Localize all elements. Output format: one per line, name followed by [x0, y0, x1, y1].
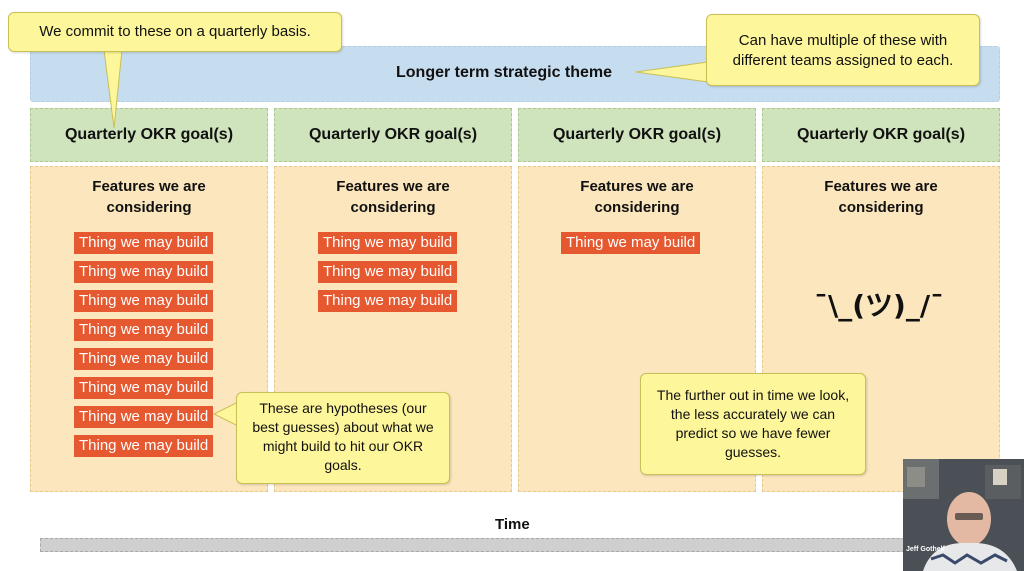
thing-item: Thing we may build — [74, 348, 214, 370]
thing-item: Thing we may build — [74, 406, 214, 428]
shrug-emoticon: ¯\_(ツ)_/¯ — [814, 289, 945, 322]
okr-goal-header-1: Quarterly OKR goal(s) — [30, 108, 268, 162]
thing-item: Thing we may build — [74, 261, 214, 283]
thing-item: Thing we may build — [318, 261, 458, 283]
presenter-webcam: Jeff Gothelf — [903, 459, 1024, 571]
time-label: Time — [495, 516, 530, 533]
thing-item: Thing we may build — [318, 290, 458, 312]
thing-item: Thing we may build — [74, 435, 214, 457]
thing-item: Thing we may build — [318, 232, 458, 254]
presenter-video-frame — [903, 459, 1024, 571]
okr-goal-header-3: Quarterly OKR goal(s) — [518, 108, 756, 162]
okr-goal-header-4: Quarterly OKR goal(s) — [762, 108, 1000, 162]
features-title-4: Features we are considering — [824, 178, 938, 216]
callout-hypotheses: These are hypotheses (our best guesses) … — [236, 392, 450, 484]
thing-item: Thing we may build — [74, 232, 214, 254]
strategic-theme-label: Longer term strategic theme — [396, 64, 613, 81]
callout-quarterly: We commit to these on a quarterly basis. — [8, 12, 342, 52]
time-bar — [40, 538, 1000, 552]
thing-item: Thing we may build — [561, 232, 701, 254]
features-title-1: Features we are considering — [92, 178, 206, 216]
callout-multiple-themes: Can have multiple of these with differen… — [706, 14, 980, 86]
features-title-2: Features we are considering — [336, 178, 450, 216]
thing-item: Thing we may build — [74, 290, 214, 312]
okr-goal-header-2: Quarterly OKR goal(s) — [274, 108, 512, 162]
callout-further-out: The further out in time we look, the les… — [640, 373, 866, 475]
presenter-name: Jeff Gothelf — [906, 546, 945, 553]
thing-item: Thing we may build — [74, 377, 214, 399]
features-title-3: Features we are considering — [580, 178, 694, 216]
thing-item: Thing we may build — [74, 319, 214, 341]
